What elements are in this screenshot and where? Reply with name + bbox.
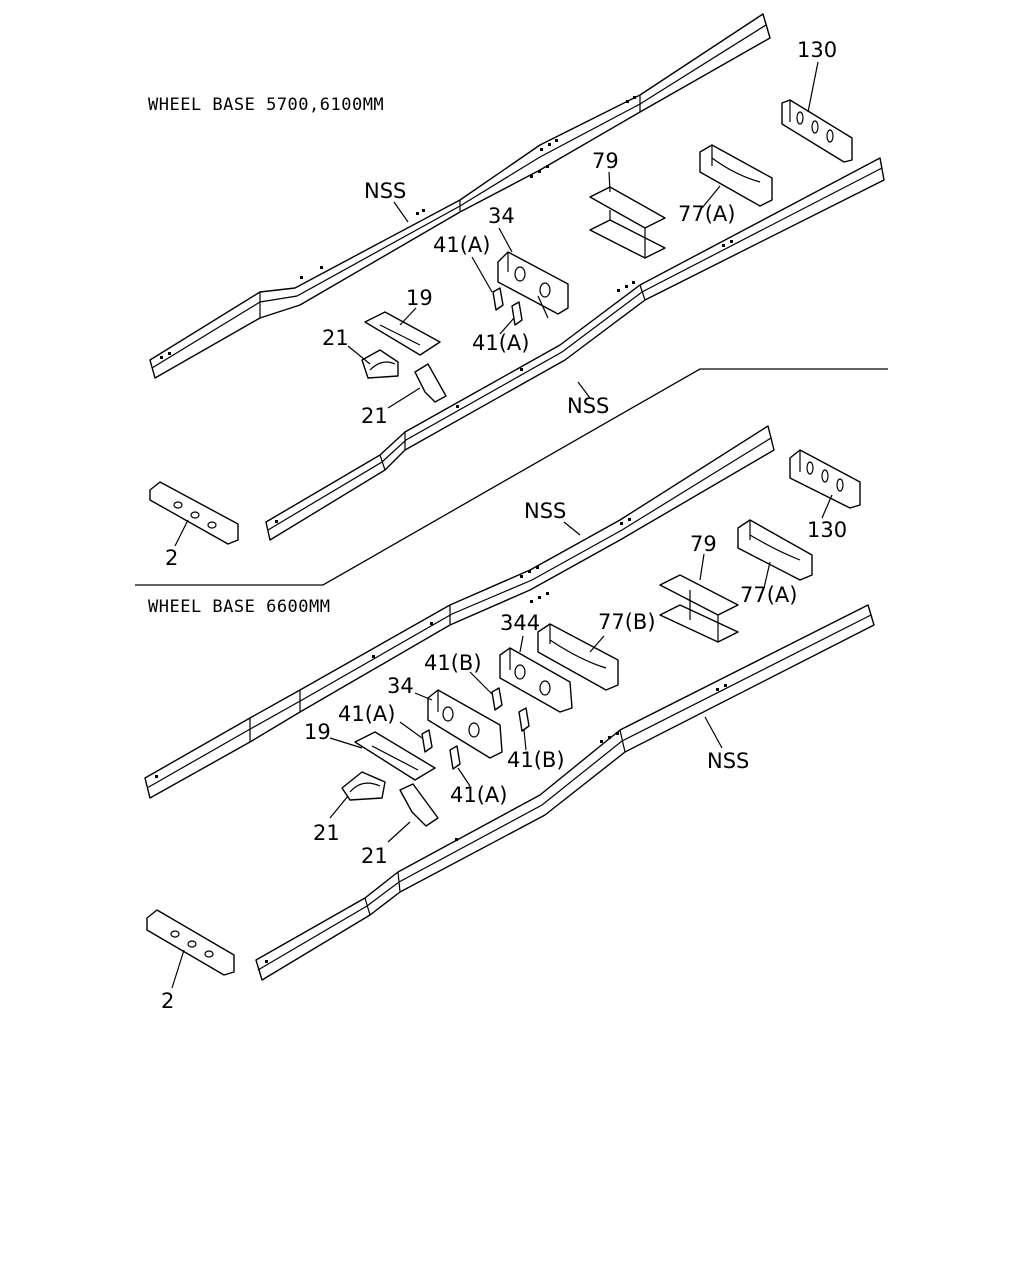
leader-79-bottom xyxy=(699,553,705,581)
bracket-41a-top-2[interactable] xyxy=(511,301,523,326)
crossmember-77a-top[interactable] xyxy=(699,144,773,207)
section-title-bottom: WHEEL BASE 6600MM xyxy=(148,597,331,617)
crossmember-19-bottom[interactable] xyxy=(354,731,436,781)
callout-21-top-1: 21 xyxy=(322,326,349,350)
callout-79-bottom: 79 xyxy=(690,532,717,556)
callout-34-top: 34 xyxy=(488,204,515,228)
leader-344-bottom xyxy=(519,635,524,653)
callout-19-bottom: 19 xyxy=(304,720,331,744)
callout-130-top: 130 xyxy=(797,38,837,62)
callout-130-bottom: 130 xyxy=(807,518,847,542)
leader-130-top xyxy=(807,61,819,113)
callout-19-top: 19 xyxy=(406,286,433,310)
crossmember-34-bottom[interactable] xyxy=(427,689,503,759)
crossmember-344-bottom[interactable] xyxy=(499,647,573,713)
callout-nss-right-bottom: NSS xyxy=(707,749,749,773)
crossmember-77b-bottom[interactable] xyxy=(537,623,619,691)
bracket-41b-bottom-1[interactable] xyxy=(491,687,503,711)
bracket-41a-top-1[interactable] xyxy=(492,287,504,311)
crossmember-79-bottom[interactable] xyxy=(659,574,739,643)
callout-2-top: 2 xyxy=(165,546,178,570)
side-rail-left-top[interactable] xyxy=(149,13,771,379)
callout-41a-top-1: 41(A) xyxy=(433,233,490,257)
leader-nss-left-top xyxy=(393,201,409,223)
crossmember-19-top[interactable] xyxy=(364,311,441,356)
leader-34-top xyxy=(498,227,513,253)
callout-41a-bottom-1: 41(A) xyxy=(338,702,395,726)
leader-130-bottom xyxy=(821,494,833,519)
callout-77a-bottom: 77(A) xyxy=(740,583,797,607)
crossmember-2-bottom[interactable] xyxy=(146,909,235,976)
callout-41a-bottom-2: 41(A) xyxy=(450,783,507,807)
leader-41b-bottom-1 xyxy=(469,671,493,695)
leader-19-top xyxy=(399,307,417,326)
leader-21-top-2 xyxy=(387,387,421,409)
leader-2-bottom xyxy=(171,949,185,989)
leader-77b-bottom xyxy=(589,635,605,653)
crossmember-77a-bottom[interactable] xyxy=(737,519,813,581)
callout-21-top-2: 21 xyxy=(361,404,388,428)
leader-nss-right-top xyxy=(577,381,591,399)
leader-77a-bottom xyxy=(763,561,771,589)
callout-nss-left-top: NSS xyxy=(364,179,406,203)
leader-41b-bottom-2 xyxy=(523,729,527,751)
crossmember-130-bottom[interactable] xyxy=(789,449,861,509)
bracket-41b-bottom-2[interactable] xyxy=(518,707,530,732)
callout-2-bottom: 2 xyxy=(161,989,174,1013)
section-divider xyxy=(135,368,888,586)
bracket-21-top-1[interactable] xyxy=(361,349,399,379)
crossmember-34-top[interactable] xyxy=(497,251,569,319)
callout-77a-top: 77(A) xyxy=(678,202,735,226)
callout-344-bottom: 344 xyxy=(500,611,540,635)
side-rail-left-bottom[interactable] xyxy=(144,425,775,799)
callout-77b-bottom: 77(B) xyxy=(598,610,656,634)
bracket-21-bottom-2[interactable] xyxy=(399,783,439,827)
callout-34-bottom: 34 xyxy=(387,674,414,698)
leader-34-bottom xyxy=(414,692,433,701)
callout-nss-right-top: NSS xyxy=(567,394,609,418)
side-rail-right-bottom[interactable] xyxy=(255,604,875,981)
side-rail-right-top[interactable] xyxy=(265,157,885,541)
leader-41a-bottom-1 xyxy=(399,721,423,739)
bracket-41a-bottom-1[interactable] xyxy=(421,729,433,753)
bracket-21-top-2[interactable] xyxy=(414,363,447,403)
callout-41b-bottom-1: 41(B) xyxy=(424,651,482,675)
callout-41a-top-2: 41(A) xyxy=(472,331,529,355)
leader-19-bottom xyxy=(329,737,363,749)
crossmember-130-top[interactable] xyxy=(781,99,853,163)
crossmember-79-top[interactable] xyxy=(589,186,666,259)
leader-21-top-1 xyxy=(347,345,371,365)
leader-79-top xyxy=(608,171,611,193)
leader-2-top xyxy=(174,519,189,547)
leader-77a-top xyxy=(701,185,721,209)
leader-41a-top-2 xyxy=(499,317,515,335)
callout-79-top: 79 xyxy=(592,149,619,173)
callout-41b-bottom-2: 41(B) xyxy=(507,748,565,772)
crossmember-2-top[interactable] xyxy=(149,481,239,545)
leader-nss-right-bottom xyxy=(704,716,723,749)
bracket-21-bottom-1[interactable] xyxy=(341,771,386,801)
callout-21-bottom-1: 21 xyxy=(313,821,340,845)
leader-41a-bottom-2 xyxy=(457,767,471,787)
bracket-41a-bottom-2[interactable] xyxy=(449,745,461,770)
leader-21-bottom-2 xyxy=(387,821,411,843)
leader-nss-left-bottom xyxy=(563,521,581,536)
callout-21-bottom-2: 21 xyxy=(361,844,388,868)
leader-41a-top-1 xyxy=(471,256,493,293)
leader-21-bottom-1 xyxy=(329,795,349,819)
section-title-top: WHEEL BASE 5700,6100MM xyxy=(148,95,384,115)
callout-nss-left-bottom: NSS xyxy=(524,499,566,523)
